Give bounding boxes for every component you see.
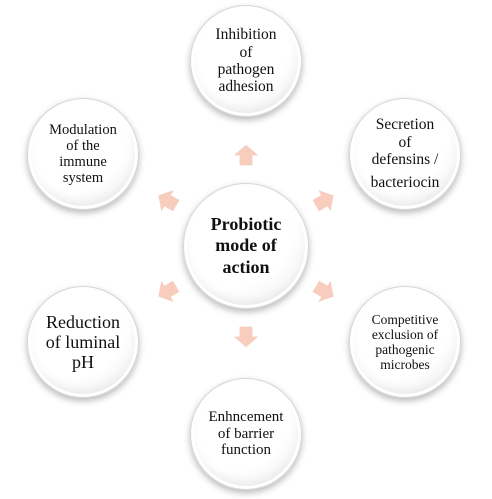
center-label: Probiotic mode of action: [198, 214, 294, 278]
node-line: defensins /: [371, 151, 439, 168]
center-line-1: Probiotic: [210, 214, 282, 235]
node-line: adhesion: [218, 78, 274, 96]
arrow-upper-left: [157, 187, 182, 215]
node-label: Reduction of luminal pH: [35, 312, 131, 372]
node-line: Competitive: [371, 311, 439, 327]
center-node: Probiotic mode of action: [183, 183, 309, 309]
arrow-upper-right: [310, 187, 335, 215]
center-line-3: action: [222, 256, 270, 277]
node-line: pathogenic: [375, 342, 435, 357]
node-line: pathogen: [217, 61, 275, 78]
node-label: Competitive exclusion of pathogenic micr…: [353, 312, 457, 372]
node-label: Inhibition of pathogen adhesion: [200, 26, 292, 95]
node-line: Enhncement: [208, 408, 284, 425]
node-line: of luminal: [45, 331, 121, 352]
node-line: exclusion of: [371, 326, 439, 342]
node-immune-modulation: Modulation of the immune system: [27, 98, 139, 210]
node-line: microbes: [380, 357, 430, 373]
node-defensins-secretion: Secretion of defensins / bacteriocin: [349, 98, 461, 210]
node-line: immune: [59, 154, 107, 170]
node-line: of: [398, 133, 412, 151]
node-line: Modulation: [49, 121, 117, 138]
node-label: Secretion of defensins / bacteriocin: [355, 116, 455, 191]
node-competitive-exclusion: Competitive exclusion of pathogenic micr…: [349, 286, 461, 398]
node-line: Secretion: [375, 116, 435, 134]
node-luminal-ph: Reduction of luminal pH: [27, 286, 139, 398]
node-line: of barrier: [217, 425, 275, 442]
arrow-lower-left: [157, 277, 182, 305]
node-line: system: [62, 170, 104, 187]
node-line: of: [239, 43, 253, 61]
node-line: pH: [72, 352, 94, 373]
node-pathogen-adhesion: Inhibition of pathogen adhesion: [190, 5, 302, 117]
center-line-2: mode of: [215, 235, 277, 256]
node-barrier-function: Enhncement of barrier function: [190, 378, 302, 490]
arrow-lower-right: [310, 277, 335, 305]
node-line: Reduction: [46, 311, 120, 332]
arrow-up: [230, 143, 262, 167]
node-line: Inhibition: [215, 26, 277, 44]
node-line: of the: [66, 137, 100, 154]
arrow-down: [230, 325, 262, 349]
node-label: Enhncement of barrier function: [198, 409, 294, 459]
node-line: function: [221, 442, 271, 459]
node-label: Modulation of the immune system: [35, 122, 131, 187]
node-line: bacteriocin: [370, 174, 440, 192]
